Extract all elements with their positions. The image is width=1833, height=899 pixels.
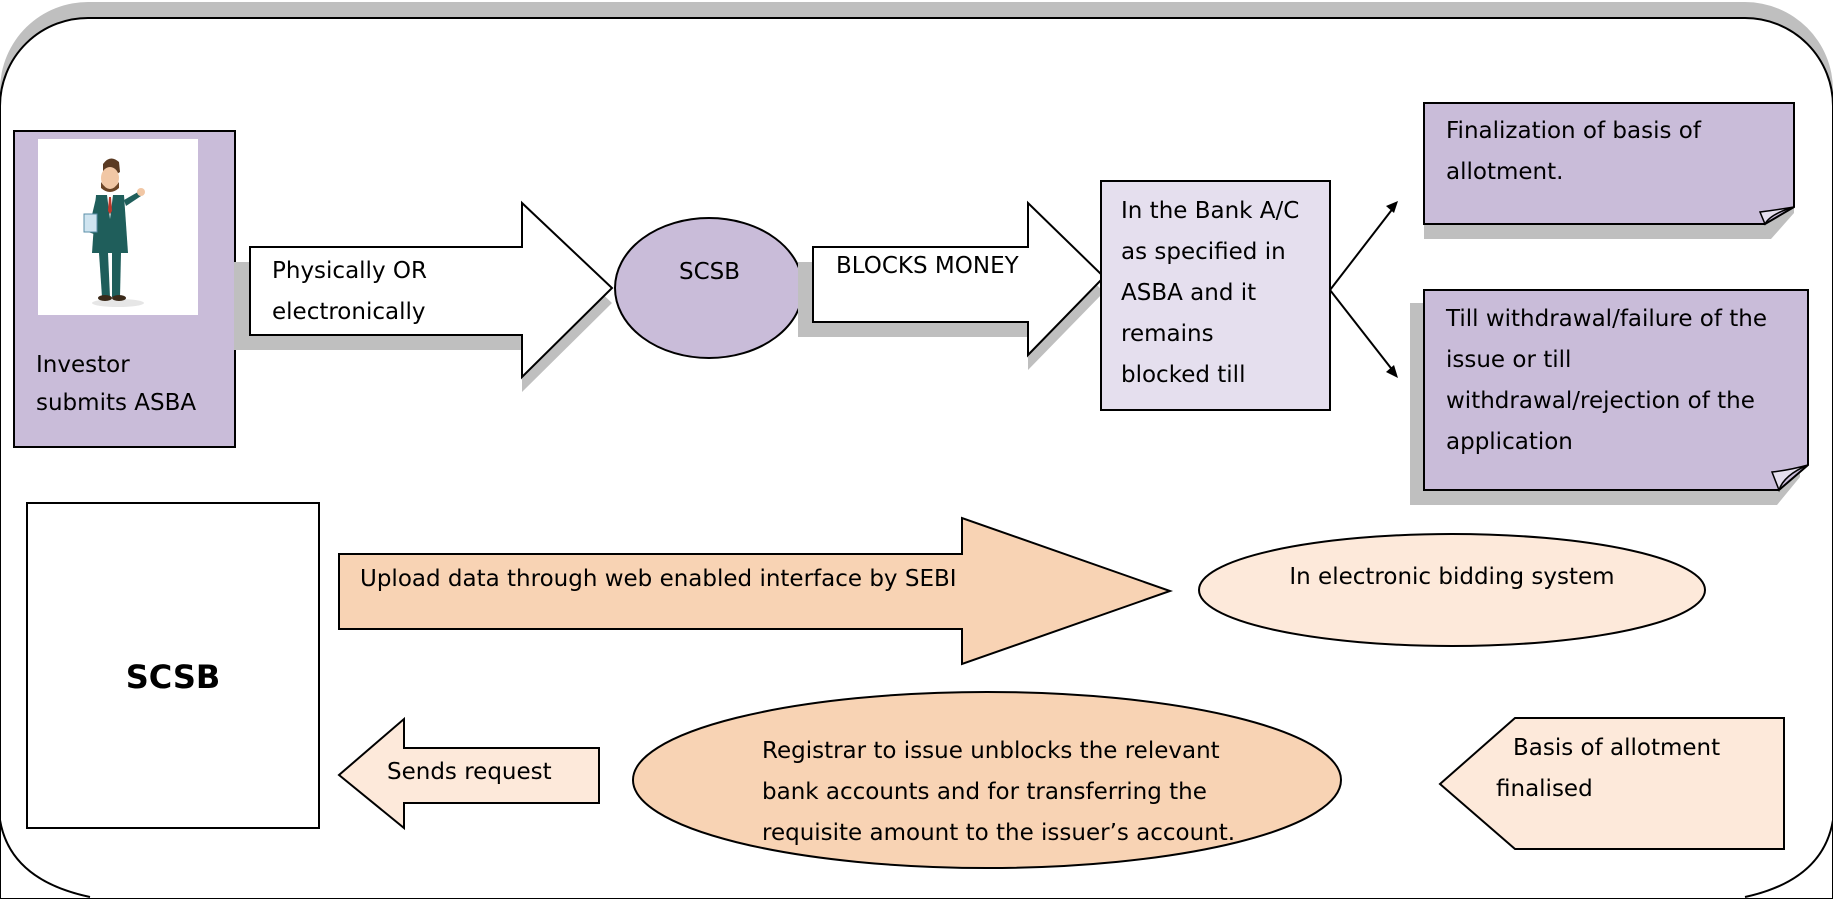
submit-arrow-line1: Physically OR xyxy=(272,258,427,284)
scsb-oval-label: SCSB xyxy=(679,259,741,285)
block-arrow xyxy=(812,200,1106,358)
outer-frame xyxy=(0,16,1833,899)
note-withdrawal-line: Till withdrawal/failure of the xyxy=(1446,306,1768,332)
branch-arrow-up-head xyxy=(1386,201,1398,213)
note-allotment-curl xyxy=(1758,206,1795,226)
block-arrow-label: BLOCKS MONEY xyxy=(836,253,1019,279)
basis-arrow xyxy=(1438,717,1785,850)
request-arrow xyxy=(337,716,600,831)
note-allotment xyxy=(1423,102,1795,225)
registrar-oval-line: Registrar to issue unblocks the relevant xyxy=(762,738,1220,764)
bank-box xyxy=(1100,180,1331,411)
scsb-box-label: SCSB xyxy=(125,658,221,696)
branch-arrow-down-head xyxy=(1386,365,1398,378)
registrar-oval-line: requisite amount to the issuer’s account… xyxy=(762,820,1236,846)
note-withdrawal-text: Till withdrawal/failure of the issue or … xyxy=(1446,299,1767,463)
frame-bottom-curve xyxy=(0,819,1833,898)
bidding-oval xyxy=(1198,533,1706,647)
scsb-box xyxy=(26,502,320,829)
registrar-oval-text: Registrar to issue unblocks the relevant… xyxy=(762,731,1235,854)
note-withdrawal xyxy=(1423,289,1809,491)
basis-arrow-label: Basis of allotment finalised xyxy=(1496,728,1720,810)
bank-box-text: In the Bank A/C as specified in ASBA and… xyxy=(1121,191,1299,396)
bank-box-line: as specified in xyxy=(1121,239,1286,265)
bidding-oval-label: In electronic bidding system xyxy=(1289,564,1615,590)
investor-label-line1: Investor xyxy=(36,352,130,378)
bank-box-line: blocked till xyxy=(1121,362,1246,388)
submit-arrow-label: Physically OR electronically xyxy=(272,251,427,333)
registrar-oval-line: bank accounts and for transferring the xyxy=(762,779,1207,805)
note-withdrawal-line: withdrawal/rejection of the xyxy=(1446,388,1755,414)
basis-arrow-line1: Basis of allotment xyxy=(1513,735,1721,761)
registrar-oval xyxy=(632,691,1342,869)
branch-arrow-up xyxy=(1329,206,1395,291)
bank-box-line: remains xyxy=(1121,321,1214,347)
investor-label: Investor submits ASBA xyxy=(36,346,196,422)
note-allotment-text: Finalization of basis of allotment. xyxy=(1446,111,1701,193)
bank-box-line: In the Bank A/C xyxy=(1121,198,1300,224)
submit-arrow xyxy=(249,200,614,380)
submit-arrow-line2: electronically xyxy=(272,299,426,325)
bank-box-line: ASBA and it xyxy=(1121,280,1257,306)
note-allotment-line: allotment. xyxy=(1446,159,1564,185)
note-withdrawal-curl xyxy=(1770,464,1809,493)
branch-arrow-down xyxy=(1329,289,1395,373)
businessman-icon xyxy=(83,158,145,307)
note-withdrawal-line: issue or till xyxy=(1446,347,1572,373)
note-withdrawal-line: application xyxy=(1446,429,1573,455)
request-arrow-label: Sends request xyxy=(387,759,552,785)
upload-arrow-label: Upload data through web enabled interfac… xyxy=(360,566,957,592)
note-allotment-line: Finalization of basis of xyxy=(1446,118,1701,144)
investor-label-line2: submits ASBA xyxy=(36,390,197,416)
upload-arrow xyxy=(338,516,1174,666)
basis-arrow-line2: finalised xyxy=(1496,776,1593,802)
